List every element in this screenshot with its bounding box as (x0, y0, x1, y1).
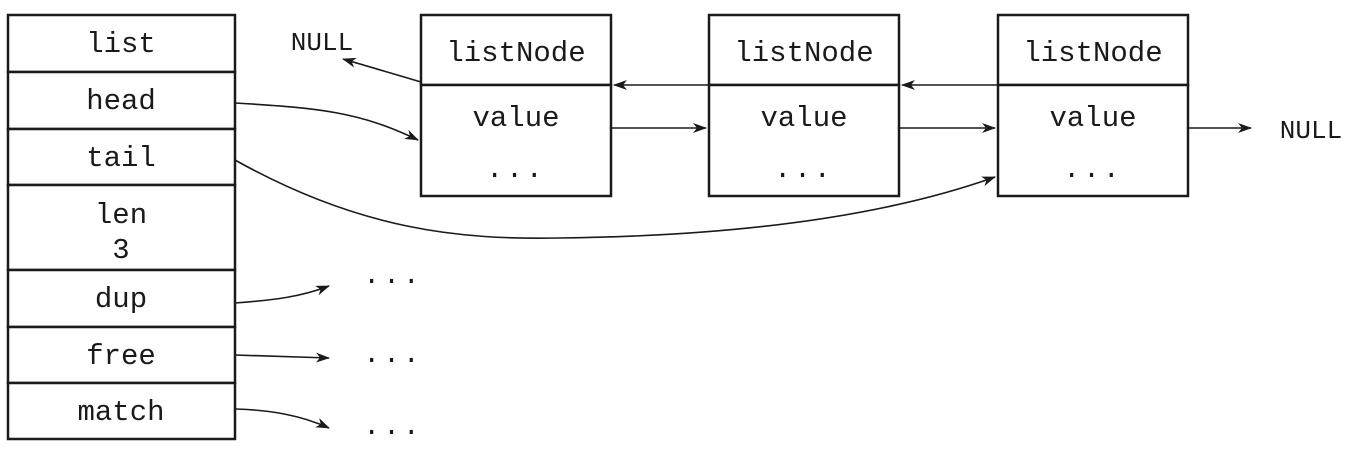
node-1-header (419, 13, 613, 87)
head-pointer-arrow (234, 102, 419, 141)
list-node-3: listNode value ... (996, 13, 1190, 198)
null-prev-label: NULL (291, 28, 353, 58)
free-target-ellipsis: ... (363, 340, 422, 371)
dup-pointer-arrow (234, 285, 330, 304)
list-node-2: listNode value ... (707, 13, 901, 198)
node-2-value: value (760, 102, 847, 135)
list-title: list (86, 28, 156, 61)
node-2-more: ... (774, 155, 833, 186)
node-3-title: listNode (1023, 37, 1162, 70)
list-head-cell: head (6, 70, 237, 131)
list-struct: list head tail len 3 dup free match (6, 13, 237, 441)
node-3-value: value (1049, 102, 1136, 135)
len-field-label: len (95, 199, 147, 232)
list-dup-cell: dup (6, 268, 237, 329)
dup-field-label: dup (95, 283, 147, 316)
list-match-cell: match (6, 381, 237, 441)
node-1-body (419, 83, 613, 198)
list-len-cell: len 3 (6, 183, 237, 272)
node-1-value: value (472, 102, 559, 135)
match-target-ellipsis: ... (363, 412, 422, 443)
list-title-cell: list (6, 13, 237, 74)
match-pointer-arrow (234, 408, 330, 429)
head-field-label: head (86, 85, 156, 118)
list-free-cell: free (6, 325, 237, 385)
node-2-header (707, 13, 901, 87)
null-next-label: NULL (1280, 116, 1342, 146)
node-1-prev-arrow (342, 57, 422, 83)
dup-target-ellipsis: ... (363, 261, 422, 292)
list-tail-cell: tail (6, 127, 237, 187)
free-pointer-arrow (234, 352, 330, 363)
match-field-label: match (77, 396, 164, 429)
node-3-body (996, 83, 1190, 198)
node-3-more: ... (1063, 155, 1122, 186)
tail-field-label: tail (86, 142, 156, 175)
node-1-title: listNode (446, 37, 585, 70)
len-field-value: 3 (112, 234, 129, 267)
list-node-1: listNode value ... (419, 13, 613, 198)
tail-pointer-arrow (234, 159, 996, 240)
free-field-label: free (86, 340, 156, 373)
node-2-body (707, 83, 901, 198)
node-2-title: listNode (734, 37, 873, 70)
node-3-header (996, 13, 1190, 87)
node-1-more: ... (486, 155, 545, 186)
